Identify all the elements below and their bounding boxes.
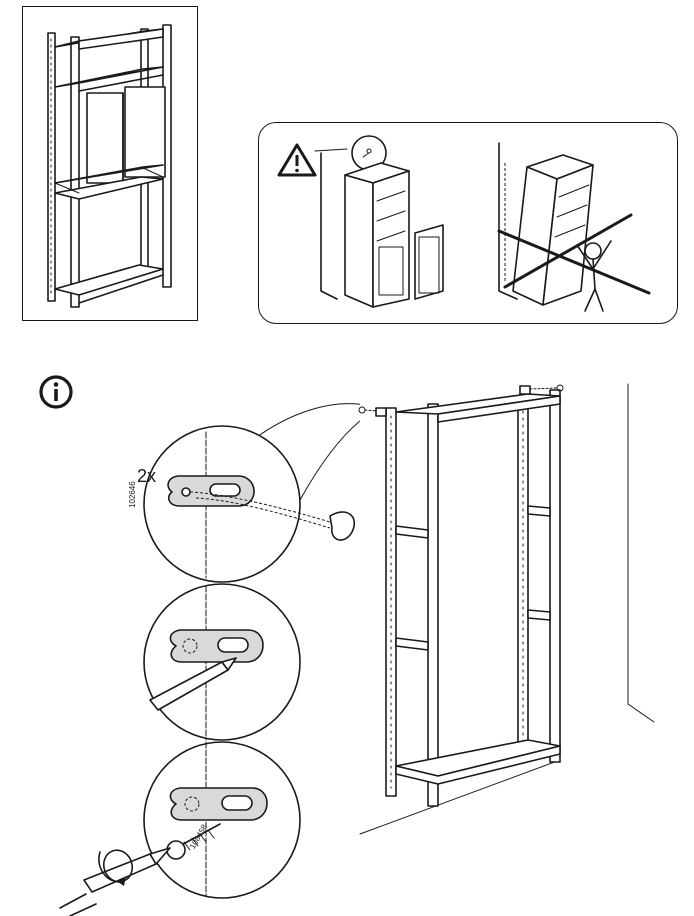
cabinet-against-wall-illustration (320, 135, 444, 308)
warning-panel (258, 122, 678, 324)
shelf-frame-illustration (350, 370, 694, 840)
warning-triangle-icon (277, 143, 317, 177)
quantity-label: 2x (137, 466, 157, 486)
shelf-unit-doors-illustration (47, 24, 172, 308)
cabinet-tipping-crossed-out-illustration (497, 142, 651, 312)
detail-circle-mark-hole (143, 583, 301, 741)
bracket-part-number: 102646 (128, 481, 137, 508)
product-overview-frame (22, 6, 198, 321)
info-circle-icon (38, 374, 74, 410)
detail-circle-screw-in (59, 741, 301, 916)
detail-circle-bracket-position (143, 425, 355, 583)
wall-fix-detail-illustration (0, 380, 360, 916)
